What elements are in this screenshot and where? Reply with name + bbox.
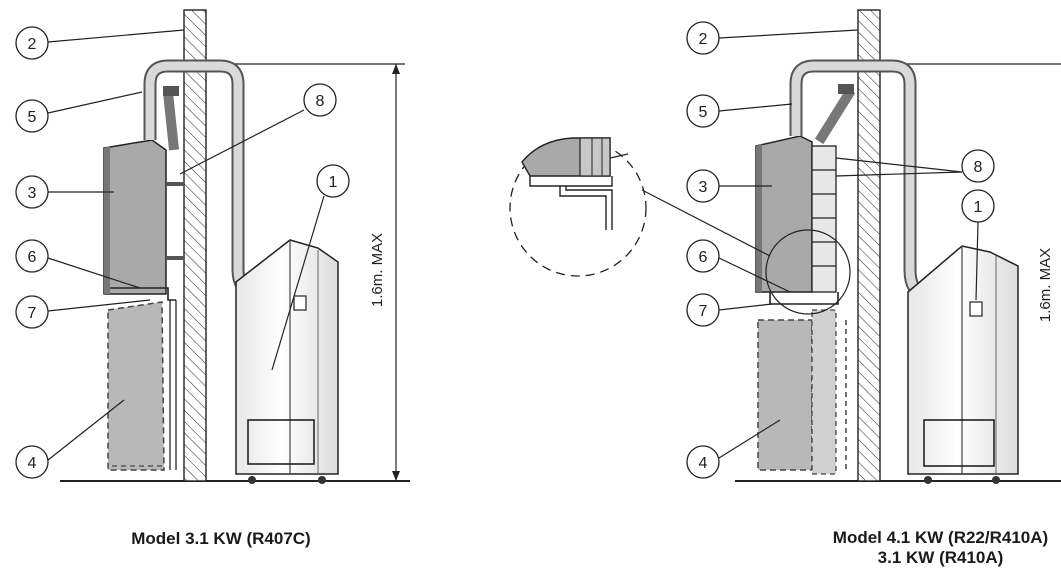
callout-3-left: 3 [28, 185, 37, 202]
callout-circle-7-right [686, 293, 720, 327]
leader-8-right-2 [835, 171, 963, 177]
exhaust-hose-right-inner [791, 61, 928, 301]
lower-unit-dashed-left [107, 301, 165, 471]
callout-4-left: 4 [28, 455, 37, 472]
wall-unit-left [103, 139, 167, 295]
vent-cap-left [163, 86, 179, 96]
callout-1-right: 1 [974, 199, 983, 216]
lower-unit-fins-right [811, 309, 837, 475]
callout-circle-3-right [686, 169, 720, 203]
wall-unit-brackets-left [166, 182, 184, 186]
height-label-right: 1.6m. MAX [1037, 248, 1054, 322]
lower-unit-dashed-right [757, 319, 813, 471]
detail-tray [529, 176, 613, 187]
callout-8-right: 8 [974, 159, 983, 176]
callout-3-right: 3 [699, 179, 708, 196]
vent-pipe-right [814, 87, 856, 145]
portable-unit-filter-left [247, 419, 315, 465]
portable-unit-panel-left [293, 295, 307, 311]
portable-unit-left [235, 239, 339, 475]
leader-4-left [47, 399, 125, 461]
callout-circle-1-left [316, 164, 350, 198]
callout-circle-6-left [15, 239, 49, 273]
dimension-arrow-up-left [392, 64, 400, 74]
callout-circle-8-right [961, 149, 995, 183]
callout-circle-5-right [686, 94, 720, 128]
wall-unit-side-right [756, 144, 762, 292]
drain-tray-right [769, 292, 839, 305]
height-label-left: 1.6m. MAX [369, 233, 386, 307]
detail-unit-fins [579, 137, 611, 177]
callout-circle-3-left [15, 175, 49, 209]
leader-6-right [718, 257, 791, 293]
portable-wheel-right-1 [924, 476, 932, 484]
right-figure: 1.6m. MAX 2 [641, 9, 1061, 484]
leader-4-right [718, 419, 781, 459]
wall-unit-brackets-left-2 [166, 256, 184, 260]
leader-2-left [47, 29, 185, 43]
callout-circle-7-left [15, 295, 49, 329]
callout-circle-2-left [15, 26, 49, 60]
detail-tick [609, 153, 629, 159]
callout-5-right: 5 [699, 104, 708, 121]
callout-circle-5-left [15, 99, 49, 133]
leader-7-left [47, 299, 151, 312]
vent-pipe-left [162, 91, 180, 151]
leader-8-right [835, 157, 963, 173]
portable-unit-filter-right [923, 419, 995, 467]
portable-wheel-right-2 [992, 476, 1000, 484]
caption-right: Model 4.1 KW (R22/R410A) 3.1 KW (R410A) [820, 528, 1061, 568]
portable-wheel-left-2 [318, 476, 326, 484]
leader-7-right [718, 303, 773, 311]
callout-4-right: 4 [699, 455, 708, 472]
callout-6-left: 6 [28, 249, 37, 266]
leader-6-left [47, 257, 141, 289]
wall-right [857, 9, 881, 482]
left-figure: 1.6m. MAX 2 5 3 [15, 9, 410, 484]
callout-circle-4-left [15, 445, 49, 479]
callout-6-right: 6 [699, 249, 708, 266]
leader-1-left [271, 195, 325, 371]
callout-2-left: 2 [28, 36, 37, 53]
wall-left [183, 9, 207, 482]
detail-view [509, 137, 647, 277]
portable-unit-panel-right [969, 301, 983, 317]
callout-circle-1-right [961, 189, 995, 223]
callout-circle-6-right [686, 239, 720, 273]
callout-7-left: 7 [28, 305, 37, 322]
callout-1-left: 1 [329, 174, 338, 191]
dimension-arrow-down-left [392, 471, 400, 481]
portable-wheel-left-1 [248, 476, 256, 484]
zoom-leader [641, 189, 771, 257]
wall-unit-fins-right [811, 145, 837, 293]
callout-8-left: 8 [316, 93, 325, 110]
leader-5-left [47, 91, 143, 114]
callout-circle-2-right [686, 21, 720, 55]
leader-2-right [718, 29, 859, 39]
caption-right-line2: 3.1 KW (R410A) [877, 548, 1004, 567]
wall-unit-right [755, 135, 813, 293]
detail-drain-pipe [559, 186, 607, 230]
zoom-circle [765, 229, 851, 315]
detail-drain-pipe-2 [565, 186, 613, 230]
callout-2-right: 2 [699, 31, 708, 48]
callout-5-left: 5 [28, 109, 37, 126]
callout-circle-8-left [303, 83, 337, 117]
callout-7-right: 7 [699, 303, 708, 320]
caption-left: Model 3.1 KW (R407C) [131, 529, 311, 548]
wall-unit-side-left [104, 146, 110, 294]
leader-5-right [718, 103, 793, 112]
leader-8-left [179, 109, 305, 175]
caption-right-line1: Model 4.1 KW (R22/R410A) [832, 528, 1049, 547]
vent-cap-right [838, 84, 854, 94]
callout-circle-4-right [686, 445, 720, 479]
leader-1-right [975, 221, 979, 301]
